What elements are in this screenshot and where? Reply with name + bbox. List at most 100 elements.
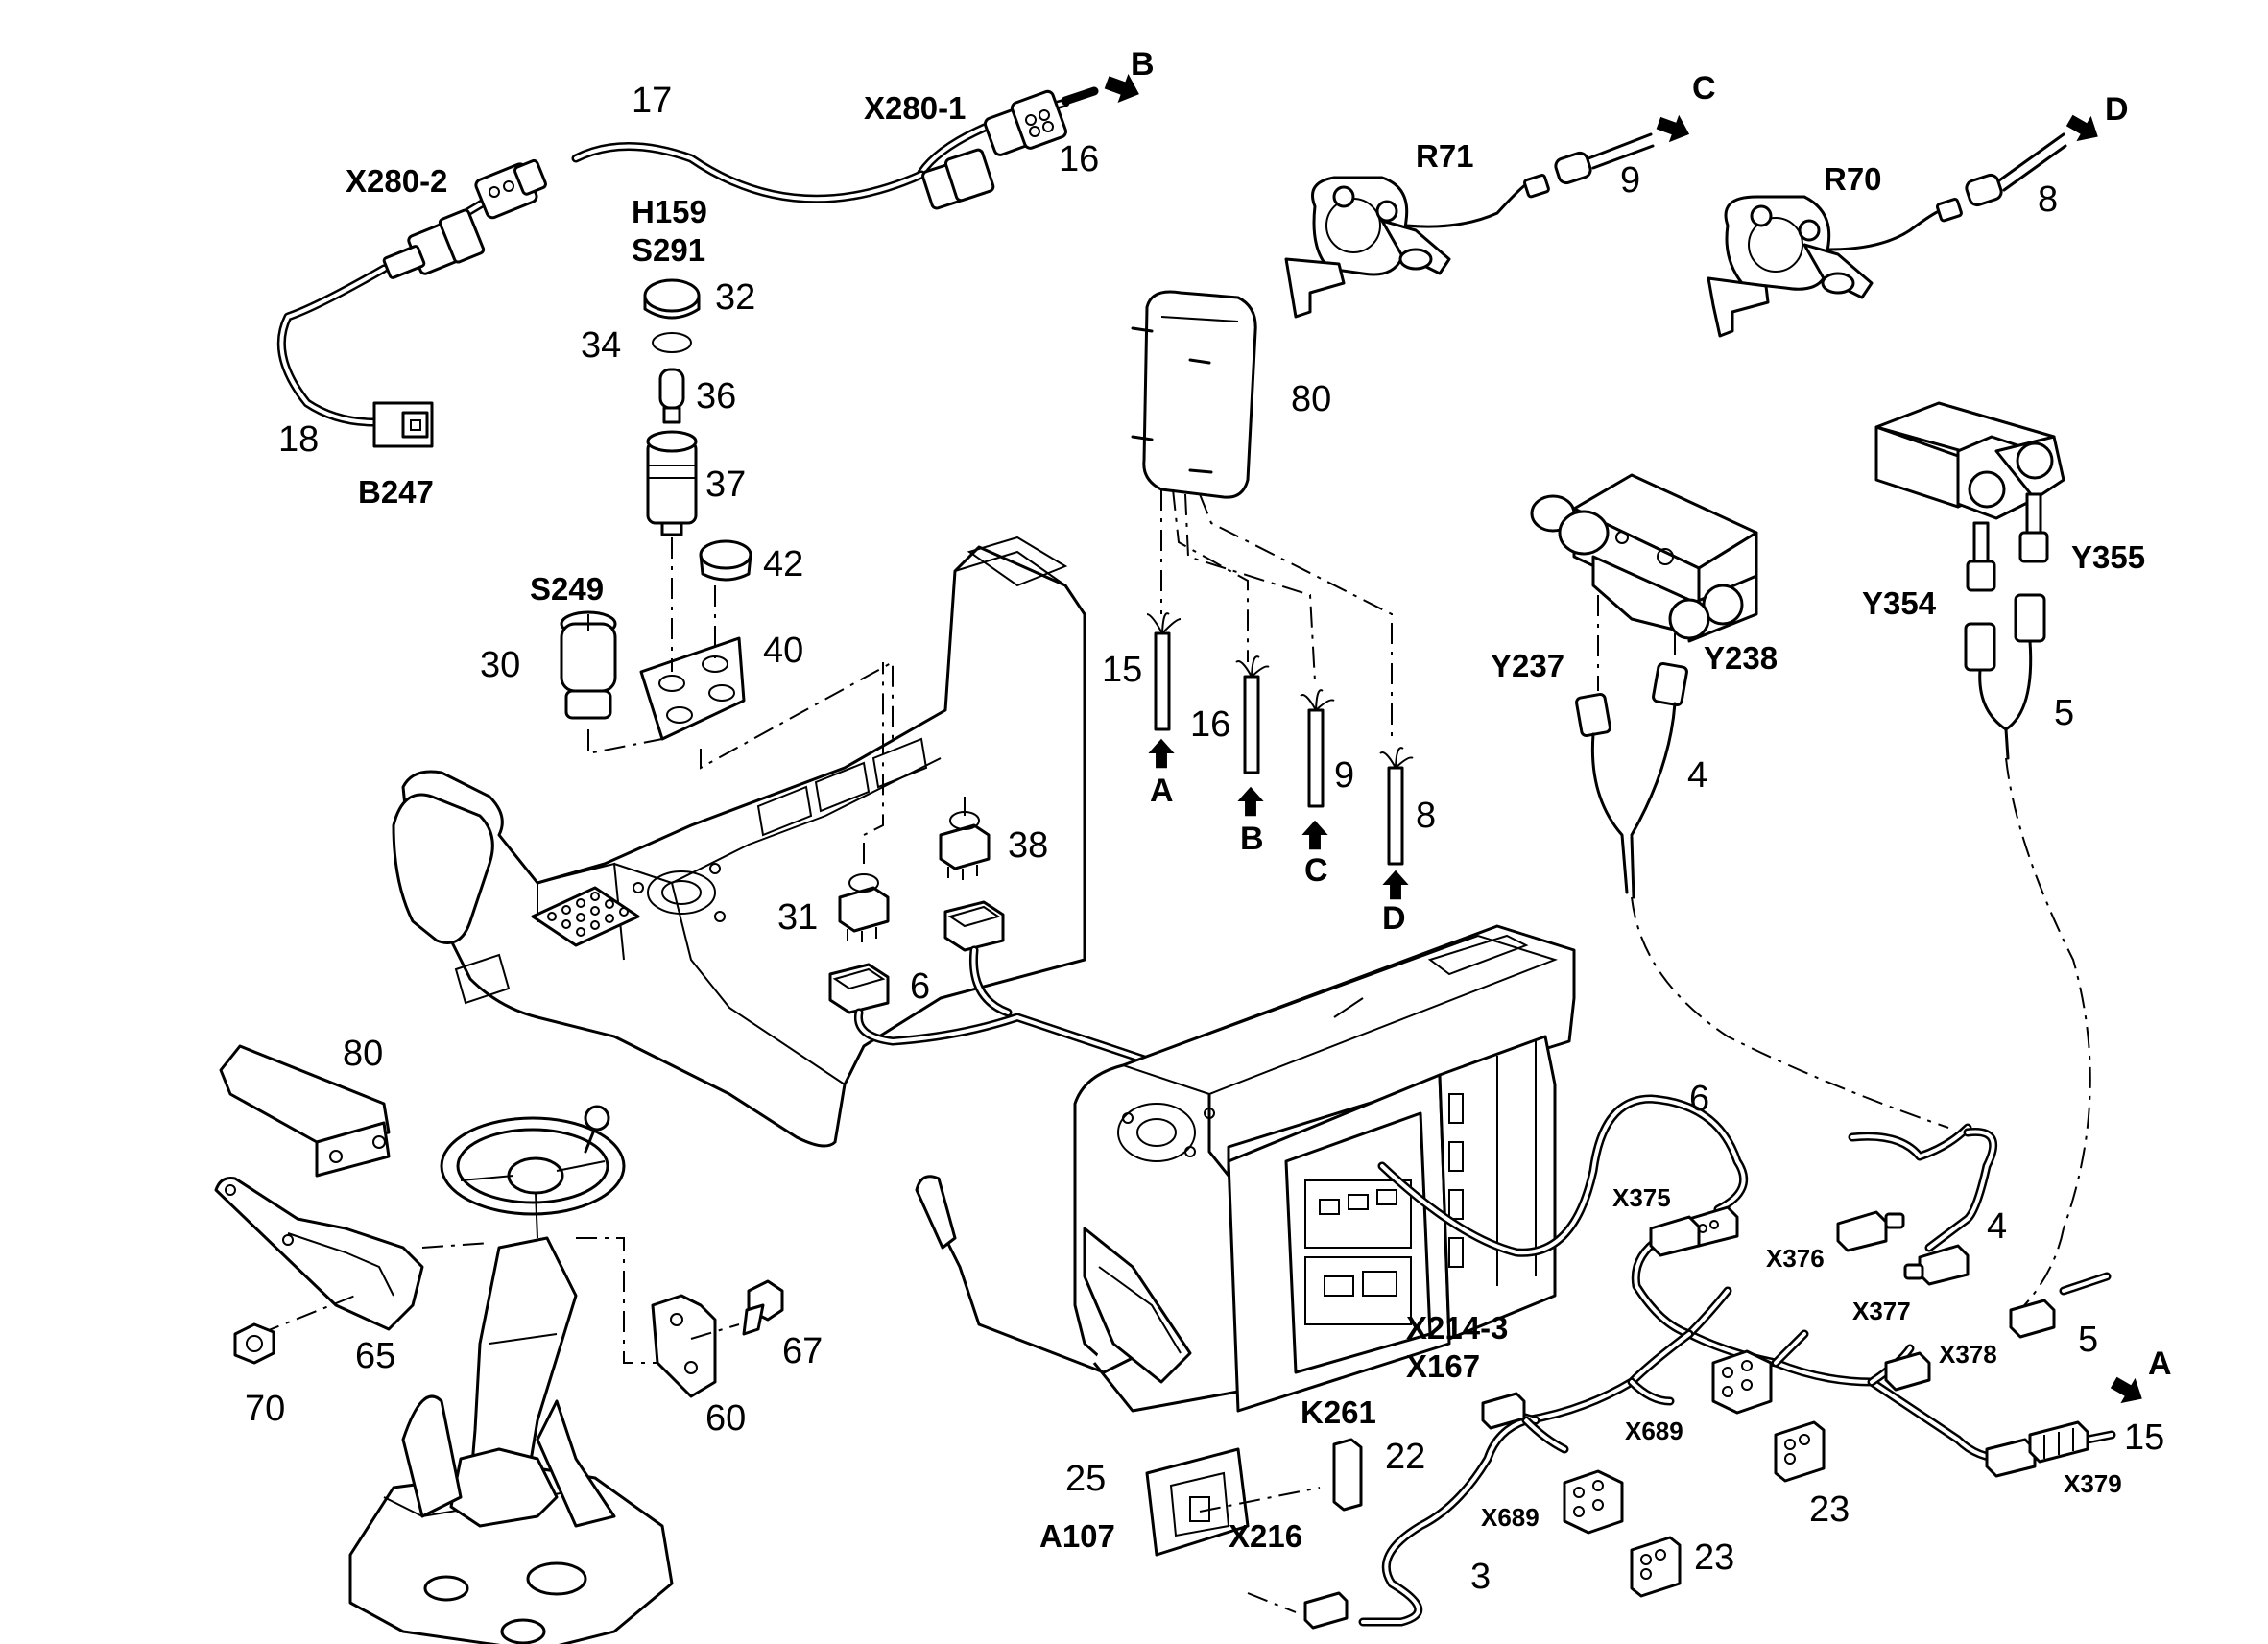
label-k261: K261 — [1301, 1394, 1376, 1430]
connector-x378 — [1884, 1351, 1931, 1392]
connector-x280-1-mate — [921, 148, 995, 210]
label-r70: R70 — [1824, 161, 1882, 197]
label-40: 40 — [763, 631, 803, 671]
connector-5-plug — [2009, 1299, 2056, 1339]
label-70: 70 — [245, 1389, 285, 1429]
label-6-left: 6 — [910, 966, 930, 1007]
cable-assembly-17-18 — [276, 67, 1145, 448]
label-16-wire: 16 — [1190, 704, 1230, 745]
potentiometer-r70 — [1707, 107, 2106, 338]
label-x377: X377 — [1852, 1297, 1911, 1325]
switch-s249 — [560, 610, 617, 720]
label-34: 34 — [581, 325, 621, 366]
arrow-b-wire — [1237, 786, 1264, 817]
relay-k261 — [1332, 1438, 1363, 1512]
lamp-switch-stack — [560, 278, 894, 770]
label-arrow-d-top: D — [2105, 91, 2129, 128]
label-arrow-b-top: B — [1131, 46, 1155, 83]
wire-15 — [1154, 631, 1171, 731]
bolt-67 — [742, 1279, 784, 1336]
label-y237: Y237 — [1491, 648, 1564, 683]
label-65: 65 — [355, 1336, 395, 1376]
connector-x376 — [1836, 1210, 1905, 1252]
connector-x280-1 — [983, 89, 1067, 156]
potentiometer-r71 — [1284, 108, 1695, 319]
label-5-top: 5 — [2054, 693, 2074, 733]
wire-9 — [1307, 708, 1325, 808]
label-arrow-a-wire: A — [1150, 773, 1174, 809]
dashboard-console — [392, 536, 1086, 1148]
label-arrow-c-top: C — [1692, 70, 1716, 107]
label-80-top: 80 — [1291, 379, 1331, 419]
label-5-right: 5 — [2078, 1320, 2098, 1360]
bracket-65 — [214, 1177, 424, 1331]
label-x689-b: X689 — [1481, 1503, 1540, 1532]
connector-x280-2-mate — [382, 208, 486, 279]
connector-x375-mate — [1649, 1215, 1701, 1257]
socket-6a — [828, 963, 890, 1014]
label-a107: A107 — [1039, 1518, 1115, 1554]
label-38: 38 — [1008, 825, 1048, 866]
label-42: 42 — [763, 544, 803, 584]
label-4-top: 4 — [1687, 755, 1707, 796]
steering-assembly — [348, 1105, 674, 1644]
label-15-wire: 15 — [1102, 650, 1142, 690]
label-15-right: 15 — [2124, 1418, 2164, 1458]
valve-y237-y238 — [1530, 473, 1758, 899]
arrow-a-right — [2106, 1370, 2150, 1412]
bracket-60 — [651, 1294, 717, 1398]
label-37: 37 — [705, 465, 746, 505]
label-b247: B247 — [358, 474, 434, 510]
label-arrow-c-wire: C — [1304, 852, 1328, 889]
label-25: 25 — [1065, 1459, 1106, 1499]
connector-x689-a — [1711, 1349, 1773, 1415]
nut-70 — [233, 1322, 275, 1365]
label-x216: X216 — [1229, 1518, 1302, 1554]
label-60: 60 — [705, 1398, 746, 1439]
label-32: 32 — [715, 277, 755, 318]
module-80-lower — [219, 1044, 391, 1178]
cap-32 — [643, 278, 701, 313]
label-16-top: 16 — [1059, 139, 1099, 179]
label-22: 22 — [1385, 1437, 1425, 1477]
label-y355: Y355 — [2071, 539, 2145, 575]
connector-23-a — [1774, 1420, 1826, 1483]
label-h159: H159 — [632, 194, 707, 229]
label-31: 31 — [777, 897, 818, 938]
lamp-holder-37 — [646, 440, 698, 525]
label-y238: Y238 — [1704, 640, 1778, 676]
bulb-36 — [658, 368, 685, 410]
label-x376: X376 — [1766, 1244, 1825, 1273]
label-x280-1: X280-1 — [864, 90, 966, 126]
label-9-top: 9 — [1620, 160, 1640, 201]
labels: 17 X280-1 B 16 X280-2 H159 S291 32 34 36… — [245, 46, 2172, 1597]
connector-x216-plug — [1303, 1591, 1349, 1630]
label-6-right: 6 — [1689, 1079, 1709, 1119]
label-x375: X375 — [1612, 1183, 1671, 1212]
label-23-b: 23 — [1694, 1537, 1734, 1578]
wire-16 — [1243, 675, 1260, 774]
label-9-wire: 9 — [1334, 755, 1354, 796]
label-x214-3: X214-3 — [1406, 1310, 1508, 1346]
label-arrow-a-right: A — [2148, 1346, 2172, 1382]
o-ring-34 — [652, 332, 692, 353]
wire-ends — [1146, 612, 1414, 900]
label-x689-a: X689 — [1625, 1417, 1683, 1445]
connector-x280-2 — [474, 158, 547, 220]
connector-x167 — [1481, 1392, 1526, 1430]
label-30: 30 — [480, 645, 520, 685]
label-18: 18 — [278, 419, 319, 460]
label-x378: X378 — [1939, 1340, 1997, 1369]
label-y354: Y354 — [1862, 585, 1937, 621]
label-r71: R71 — [1416, 138, 1474, 174]
connector-x379 — [1985, 1438, 2037, 1478]
board-a107 — [1145, 1447, 1250, 1557]
arrow-c-top — [1653, 108, 1695, 149]
arrow-a-wire — [1148, 738, 1175, 769]
label-arrow-d-wire: D — [1382, 900, 1406, 937]
arrow-d-wire — [1382, 870, 1409, 900]
label-8-top: 8 — [2038, 179, 2058, 220]
label-80-left: 80 — [343, 1034, 383, 1074]
main-harness — [1303, 896, 2150, 1630]
